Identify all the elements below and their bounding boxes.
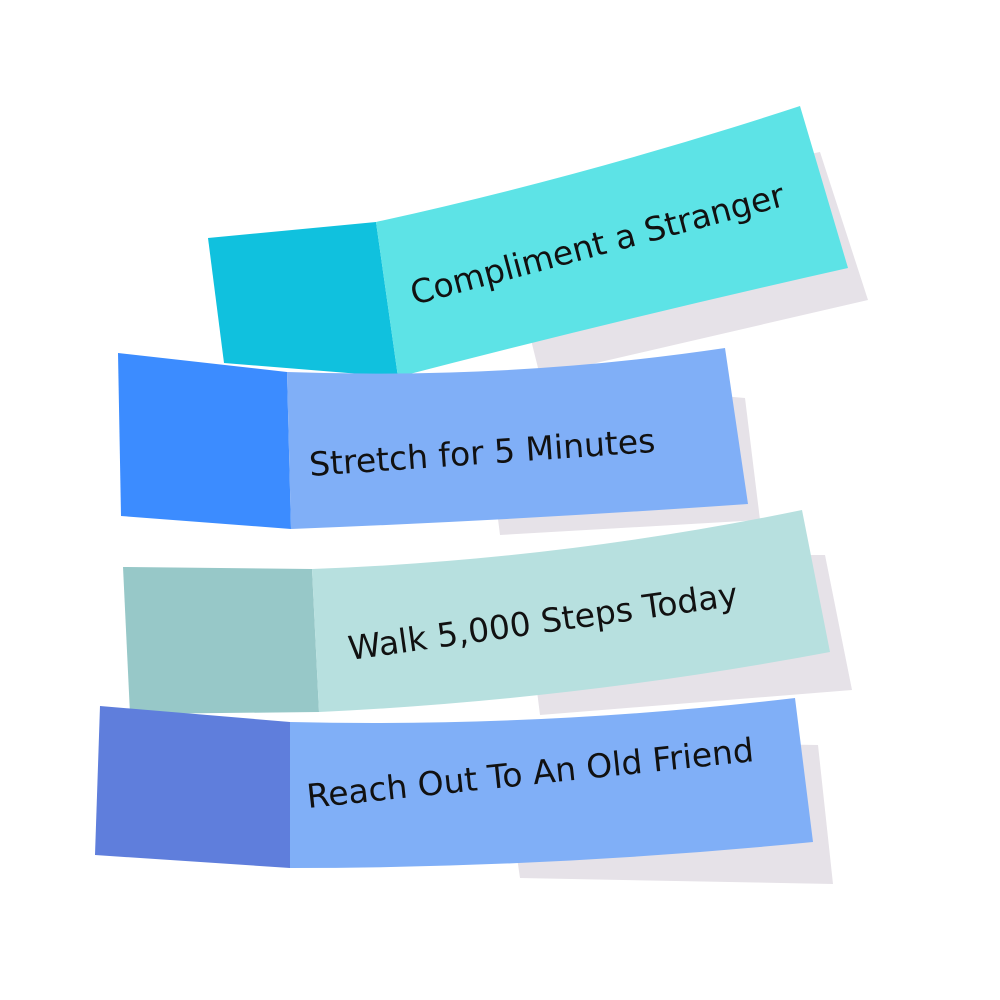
note-stretch-for-5-minutes: Stretch for 5 Minutes [118,348,760,535]
note-tab [123,567,319,714]
note-tab [95,706,290,868]
note-reach-out-to-an-old-friend: Reach Out To An Old Friend [95,698,833,884]
note-tab [208,222,398,377]
note-body [290,698,813,868]
note-body [287,348,748,529]
note-body [376,106,848,377]
note-compliment-a-stranger: Compliment a Stranger [208,106,868,377]
note-tab [118,353,291,529]
note-walk-5000-steps-today: Walk 5,000 Steps Today [123,510,852,715]
note-body [312,510,830,712]
